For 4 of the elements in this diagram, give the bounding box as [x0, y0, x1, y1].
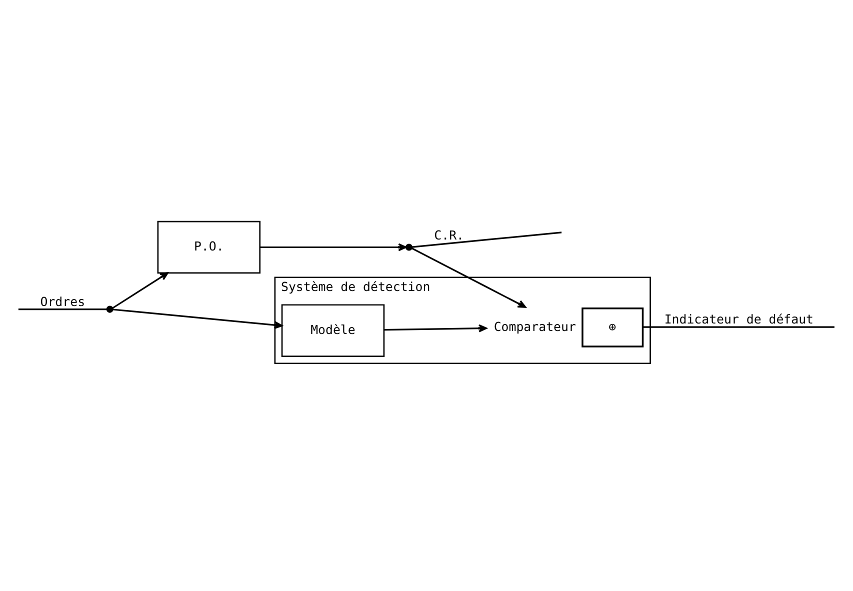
edge-label: C.R. — [434, 226, 464, 242]
node-label: Comparateur — [494, 318, 576, 334]
edge-label: Indicateur de défaut — [664, 311, 814, 326]
edge-label: Ordres — [40, 293, 86, 308]
